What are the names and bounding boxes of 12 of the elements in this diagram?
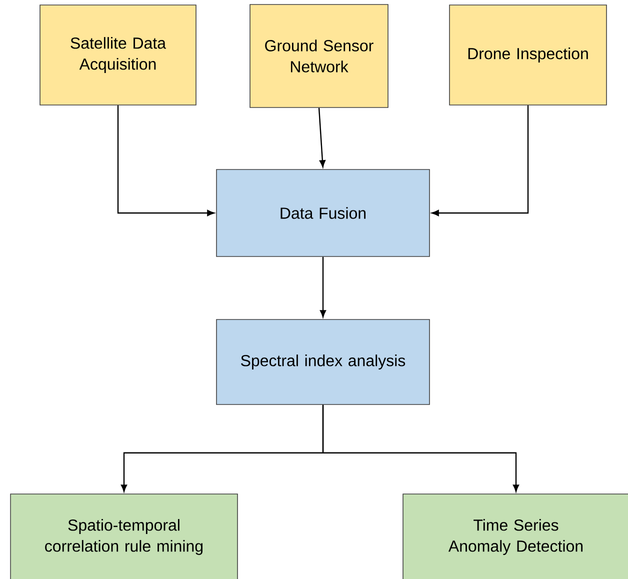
arrow xyxy=(322,404,520,492)
source-box: Drone Inspection xyxy=(449,4,607,106)
source-box: Satellite Data Acquisition xyxy=(40,4,196,106)
arrow xyxy=(320,256,326,318)
arrow xyxy=(117,105,214,216)
arrow xyxy=(318,108,326,168)
process-box: Spectral index analysis xyxy=(216,319,430,405)
output-box: Time Series Anomaly Detection xyxy=(402,494,628,579)
process-box: Data Fusion xyxy=(216,169,430,257)
source-box: Ground Sensor Network xyxy=(250,4,388,108)
output-box: Spatio-temporal correlation rule mining xyxy=(10,494,238,579)
arrow xyxy=(432,105,529,216)
